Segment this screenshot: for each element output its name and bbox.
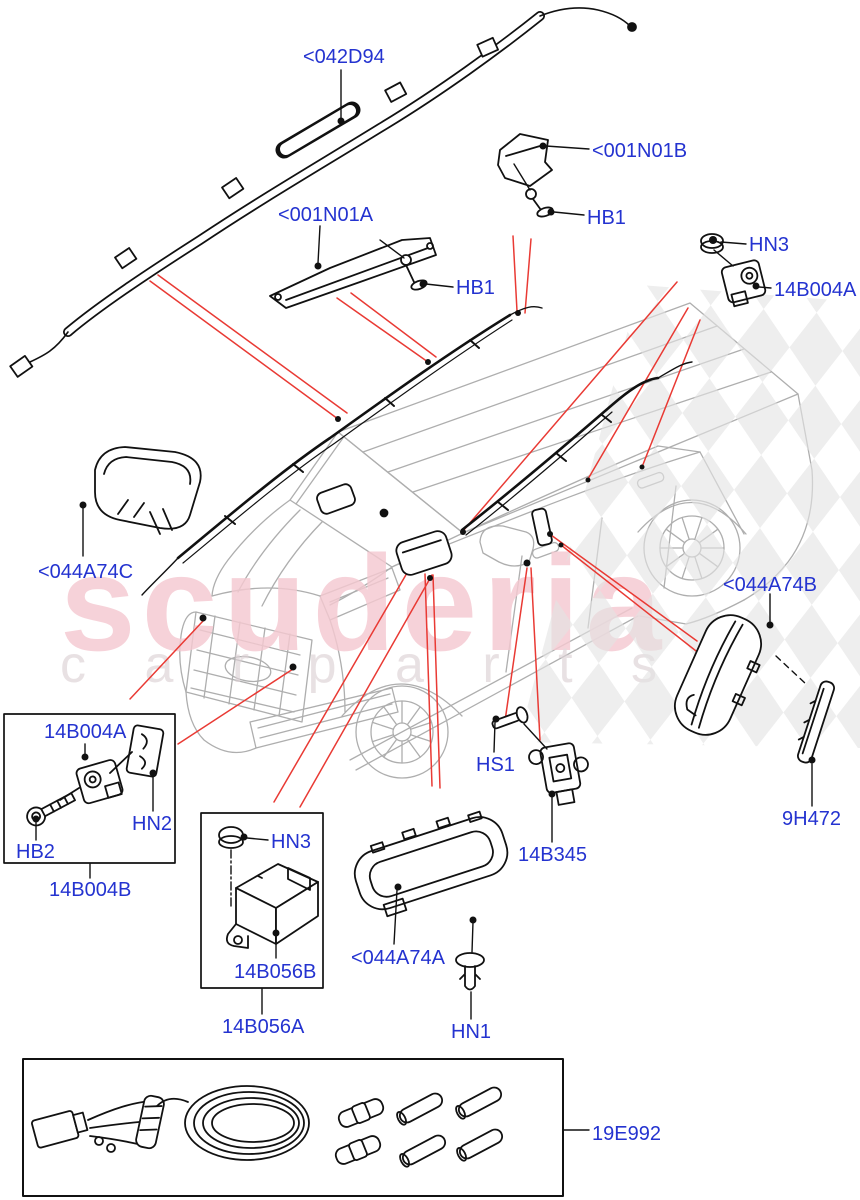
label-leader-lines — [32, 69, 816, 1131]
part-label-001N01B[interactable]: <001N01B — [592, 140, 688, 162]
part-label-HB1-A[interactable]: HB1 — [456, 277, 495, 299]
part-label-044A74A[interactable]: <044A74A — [351, 947, 445, 969]
part-label-9H472[interactable]: 9H472 — [782, 808, 841, 830]
passenger-airbag-drawing — [353, 810, 509, 991]
driver-airbag-drawing — [94, 446, 202, 535]
module-14B056B-drawing — [225, 863, 319, 949]
front-sensor-kit-box — [3, 713, 176, 864]
part-label-14B004A-TOP[interactable]: 14B004A — [774, 279, 857, 301]
part-label-044A74C[interactable]: <044A74C — [38, 561, 134, 583]
part-label-044A74B[interactable]: <044A74B — [723, 574, 817, 596]
wiring-kit-box — [22, 1058, 564, 1197]
part-label-HB1-B[interactable]: HB1 — [587, 207, 626, 229]
part-label-HN2[interactable]: HN2 — [132, 813, 173, 835]
clip-hn1-drawing — [455, 952, 485, 991]
sensor-14B345-drawing — [491, 706, 589, 806]
mounted-curtain-airbags — [141, 306, 693, 596]
part-label-HN3-BOX[interactable]: HN3 — [271, 831, 312, 853]
part-label-HN1[interactable]: HN1 — [451, 1021, 492, 1043]
part-label-14B056A[interactable]: 14B056A — [222, 1016, 305, 1038]
part-label-14B004B[interactable]: 14B004B — [49, 879, 132, 901]
part-label-19E992[interactable]: 19E992 — [592, 1123, 661, 1145]
part-label-14B056B[interactable]: 14B056B — [234, 961, 317, 983]
part-label-14B004A-BOX[interactable]: 14B004A — [44, 721, 127, 743]
part-label-HB2[interactable]: HB2 — [16, 841, 55, 863]
checkered-flag-watermark — [518, 285, 860, 748]
cowl-parts-drawing — [316, 483, 553, 576]
part-label-HN3-TOP[interactable]: HN3 — [749, 234, 790, 256]
part-label-14B345[interactable]: 14B345 — [518, 844, 587, 866]
sensor-strip-9H472-drawing — [797, 680, 835, 764]
part-label-HS1[interactable]: HS1 — [476, 754, 515, 776]
red-leader-lines — [129, 235, 706, 808]
leader-dots — [32, 117, 816, 937]
part-label-042D94[interactable]: <042D94 — [303, 46, 385, 68]
part-label-001N01A[interactable]: <001N01A — [278, 204, 374, 226]
side-airbag-044A74B-drawing — [674, 614, 762, 736]
